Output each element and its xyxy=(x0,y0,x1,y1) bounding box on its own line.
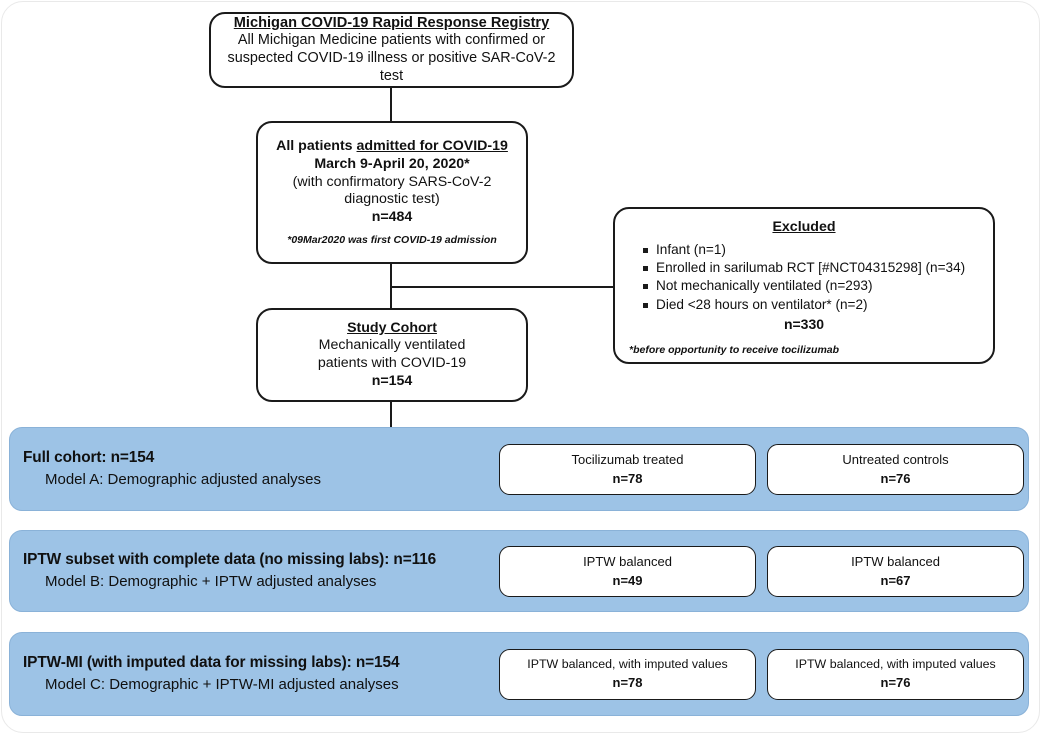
box-study-cohort-title: Study Cohort xyxy=(347,319,437,336)
sub-box-tocilizumab-treated: Tocilizumab treated n=78 xyxy=(499,444,756,495)
box-excluded-title: Excluded xyxy=(772,219,836,235)
box-admitted-line2: March 9-April 20, 2020* xyxy=(314,156,470,173)
box-study-cohort-line2: patients with COVID-19 xyxy=(317,355,467,371)
sub-box-iptw-balanced-control: IPTW balanced n=67 xyxy=(767,546,1024,597)
band-iptw-mi-line2: Model C: Demographic + IPTW-MI adjusted … xyxy=(45,676,399,694)
band-iptw-mi-label: IPTW-MI (with imputed data for missing l… xyxy=(10,652,400,695)
band-full-cohort-boxes: Tocilizumab treated n=78 Untreated contr… xyxy=(10,428,1028,510)
box-registry-title: Michigan COVID-19 Rapid Response Registr… xyxy=(233,15,550,32)
sub-box-untreated-controls: Untreated controls n=76 xyxy=(767,444,1024,495)
box-excluded-total: n=330 xyxy=(783,315,825,332)
band-iptw-subset: IPTW subset with complete data (no missi… xyxy=(9,530,1029,612)
band-iptw-mi-line1: IPTW-MI (with imputed data for missing l… xyxy=(23,654,400,672)
band-iptw-mi: IPTW-MI (with imputed data for missing l… xyxy=(9,632,1029,716)
band-full-cohort: Full cohort: n=154 Model A: Demographic … xyxy=(9,427,1029,511)
sub-box-n: n=49 xyxy=(612,572,643,588)
box-excluded-list: Infant (n=1) Enrolled in sarilumab RCT [… xyxy=(629,242,979,315)
box-admitted-line1-underline: admitted for COVID-19 xyxy=(356,138,508,155)
box-admitted-line1-prefix: All patients xyxy=(276,138,357,155)
box-admitted-line4: diagnostic test) xyxy=(344,191,440,208)
box-admitted-line3: (with confirmatory SARS-CoV-2 xyxy=(292,173,492,190)
sub-box-title: IPTW balanced, with imputed values xyxy=(795,657,996,672)
sub-box-n: n=67 xyxy=(880,572,911,588)
box-study-cohort-n: n=154 xyxy=(371,372,413,389)
box-admitted-n: n=484 xyxy=(371,208,413,225)
band-iptw-subset-line2: Model B: Demographic + IPTW adjusted ana… xyxy=(45,573,377,591)
sub-box-title: IPTW balanced xyxy=(583,553,672,569)
sub-box-iptw-mi-treated: IPTW balanced, with imputed values n=78 xyxy=(499,649,756,700)
box-admitted-line1: All patients admitted for COVID-19 xyxy=(264,138,520,156)
sub-box-iptw-mi-control: IPTW balanced, with imputed values n=76 xyxy=(767,649,1024,700)
box-registry-line2: suspected COVID-19 illness or positive S… xyxy=(227,50,556,84)
band-iptw-mi-boxes: IPTW balanced, with imputed values n=78 … xyxy=(10,633,1028,715)
box-excluded: Excluded Infant (n=1) Enrolled in sarilu… xyxy=(613,207,995,364)
connector-trunk-to-excluded xyxy=(390,286,615,289)
box-study-cohort: Study Cohort Mechanically ventilated pat… xyxy=(256,308,528,402)
box-admitted-footnote: *09Mar2020 was first COVID-19 admission xyxy=(287,233,497,246)
box-study-cohort-line1: Mechanically ventilated xyxy=(318,337,466,354)
connector-registry-to-admitted xyxy=(390,88,393,121)
box-excluded-footnote: *before opportunity to receive tocilizum… xyxy=(629,344,840,357)
box-admitted: All patients admitted for COVID-19 March… xyxy=(256,121,528,264)
band-iptw-subset-boxes: IPTW balanced n=49 IPTW balanced n=67 xyxy=(10,531,1028,611)
list-item: Enrolled in sarilumab RCT [#NCT04315298]… xyxy=(643,260,979,277)
sub-box-n: n=76 xyxy=(880,470,911,486)
sub-box-title: Untreated controls xyxy=(842,451,949,467)
sub-box-n: n=78 xyxy=(612,470,643,486)
band-iptw-subset-line1: IPTW subset with complete data (no missi… xyxy=(23,551,437,569)
box-registry-line1: All Michigan Medicine patients with conf… xyxy=(237,32,546,49)
band-full-cohort-line1: Full cohort: n=154 xyxy=(23,449,155,467)
sub-box-title: IPTW balanced, with imputed values xyxy=(527,657,728,672)
list-item: Died <28 hours on ventilator* (n=2) xyxy=(643,297,979,314)
sub-box-iptw-balanced-treated: IPTW balanced n=49 xyxy=(499,546,756,597)
list-item: Infant (n=1) xyxy=(643,242,979,259)
sub-box-n: n=76 xyxy=(880,675,911,691)
sub-box-title: IPTW balanced xyxy=(851,553,940,569)
band-iptw-subset-label: IPTW subset with complete data (no missi… xyxy=(10,549,436,592)
sub-box-n: n=78 xyxy=(612,675,643,691)
sub-box-title: Tocilizumab treated xyxy=(571,451,684,467)
box-registry: Michigan COVID-19 Rapid Response Registr… xyxy=(209,12,574,88)
band-full-cohort-line2: Model A: Demographic adjusted analyses xyxy=(45,471,321,489)
connector-cohort-to-band-a xyxy=(390,402,393,427)
list-item: Not mechanically ventilated (n=293) xyxy=(643,278,979,295)
band-full-cohort-label: Full cohort: n=154 Model A: Demographic … xyxy=(10,447,321,490)
